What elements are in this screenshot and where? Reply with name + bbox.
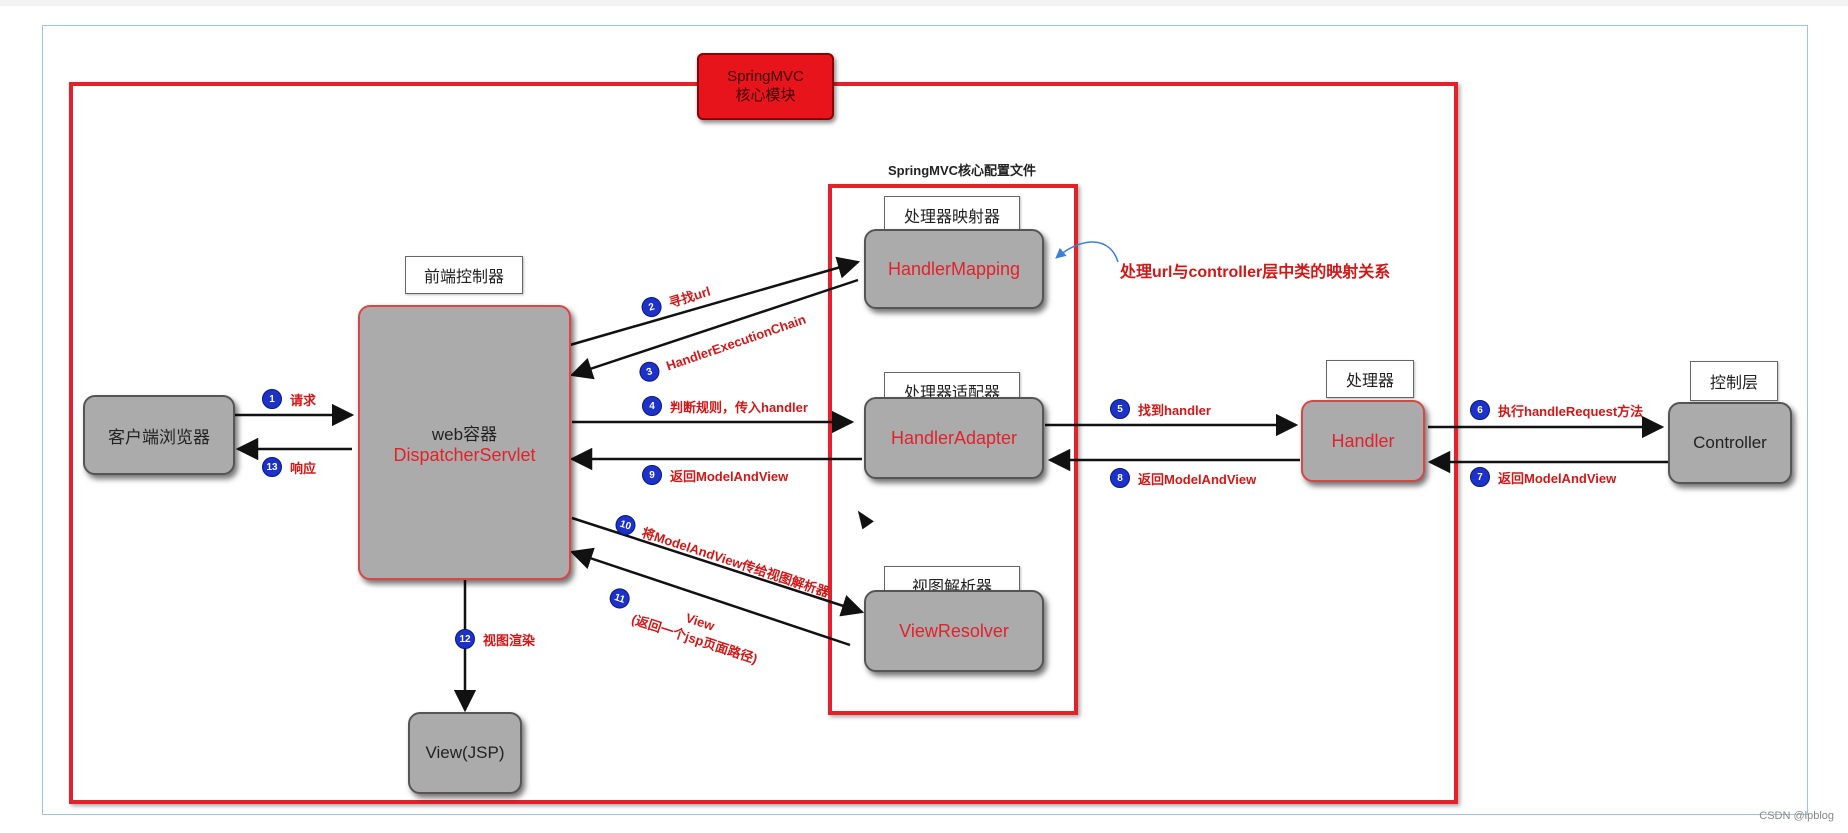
step-7-badge: 7	[1470, 467, 1490, 487]
arrow-find-url	[569, 256, 861, 347]
step-13-text: 响应	[290, 460, 317, 476]
view-jsp-text: View(JSP)	[425, 743, 505, 762]
arrow-mapping-note	[1055, 241, 1119, 263]
step-5-text: 找到handler	[1138, 402, 1211, 418]
controller-box: Controller	[1668, 402, 1792, 484]
step-13-badge: 13	[262, 457, 282, 477]
step-12-badge: 12	[455, 629, 475, 649]
step-1-request: 1 请求	[262, 389, 316, 409]
handler-adapter-box: HandlerAdapter	[864, 397, 1044, 479]
handler-box: Handler	[1301, 400, 1425, 482]
view-resolver-name: ViewResolver	[899, 620, 1009, 641]
handler-mapping-box: HandlerMapping	[864, 229, 1044, 309]
step-8-badge: 8	[1110, 468, 1130, 488]
step-5-badge: 5	[1110, 399, 1130, 419]
step-6-badge: 6	[1470, 400, 1490, 420]
core-badge-line2: 核心模块	[735, 87, 796, 104]
dispatcher-servlet-name: DispatcherServlet	[393, 444, 536, 465]
step-9-text: 返回ModelAndView	[670, 468, 789, 484]
step-13-response: 13 响应	[262, 457, 316, 477]
step-4-badge: 4	[642, 396, 662, 416]
core-module-badge: SpringMVC 核心模块	[697, 53, 834, 120]
browser-text: 客户端浏览器	[108, 427, 210, 447]
controller-name: Controller	[1693, 433, 1767, 452]
browser-box: 客户端浏览器	[83, 395, 235, 475]
step-12-text: 视图渲染	[483, 632, 536, 648]
controller-label: 控制层	[1690, 361, 1778, 401]
step-5-find-handler: 5 找到handler	[1110, 399, 1211, 419]
handler-mapping-label: 处理器映射器	[884, 196, 1020, 234]
arrow-view	[569, 547, 851, 647]
config-file-boundary	[828, 184, 1078, 715]
handler-adapter-name: HandlerAdapter	[890, 427, 1018, 448]
step-12-render: 12 视图渲染	[455, 629, 535, 649]
step-9-return-mav: 9 返回ModelAndView	[642, 465, 788, 485]
config-section-title: SpringMVC核心配置文件	[887, 163, 1037, 178]
mapping-note: 处理url与controller层中类的映射关系	[1120, 264, 1391, 281]
step-6-text: 执行handleRequest方法	[1498, 403, 1644, 419]
watermark: CSDN @lpblog	[1759, 810, 1834, 822]
step-9-badge: 9	[642, 465, 662, 485]
dispatcher-web-container: web容器	[431, 424, 498, 444]
step-6-handle-request: 6 执行handleRequest方法	[1470, 400, 1643, 420]
step-7-text: 返回ModelAndView	[1498, 470, 1617, 486]
arrow-execution-chain	[569, 278, 859, 380]
dispatcher-servlet-box: web容器 DispatcherServlet	[358, 305, 571, 580]
step-7-return-mav: 7 返回ModelAndView	[1470, 467, 1616, 487]
step-4-pass-handler: 4 判断规则，传入handler	[642, 396, 808, 416]
step-8-return-mav: 8 返回ModelAndView	[1110, 468, 1256, 488]
step-1-badge: 1	[262, 389, 282, 409]
handler-mapping-name: HandlerMapping	[887, 258, 1021, 279]
step-4-text: 判断规则，传入handler	[670, 399, 808, 415]
view-resolver-box: ViewResolver	[864, 590, 1044, 672]
core-badge-line1: SpringMVC	[727, 68, 804, 85]
handler-label: 处理器	[1326, 360, 1414, 398]
view-jsp-box: View(JSP)	[408, 712, 522, 794]
page-top-strip	[0, 0, 1848, 6]
step-1-text: 请求	[290, 392, 317, 408]
step-8-text: 返回ModelAndView	[1138, 471, 1257, 487]
handler-name: Handler	[1331, 430, 1395, 451]
dispatcher-label: 前端控制器	[405, 256, 523, 294]
